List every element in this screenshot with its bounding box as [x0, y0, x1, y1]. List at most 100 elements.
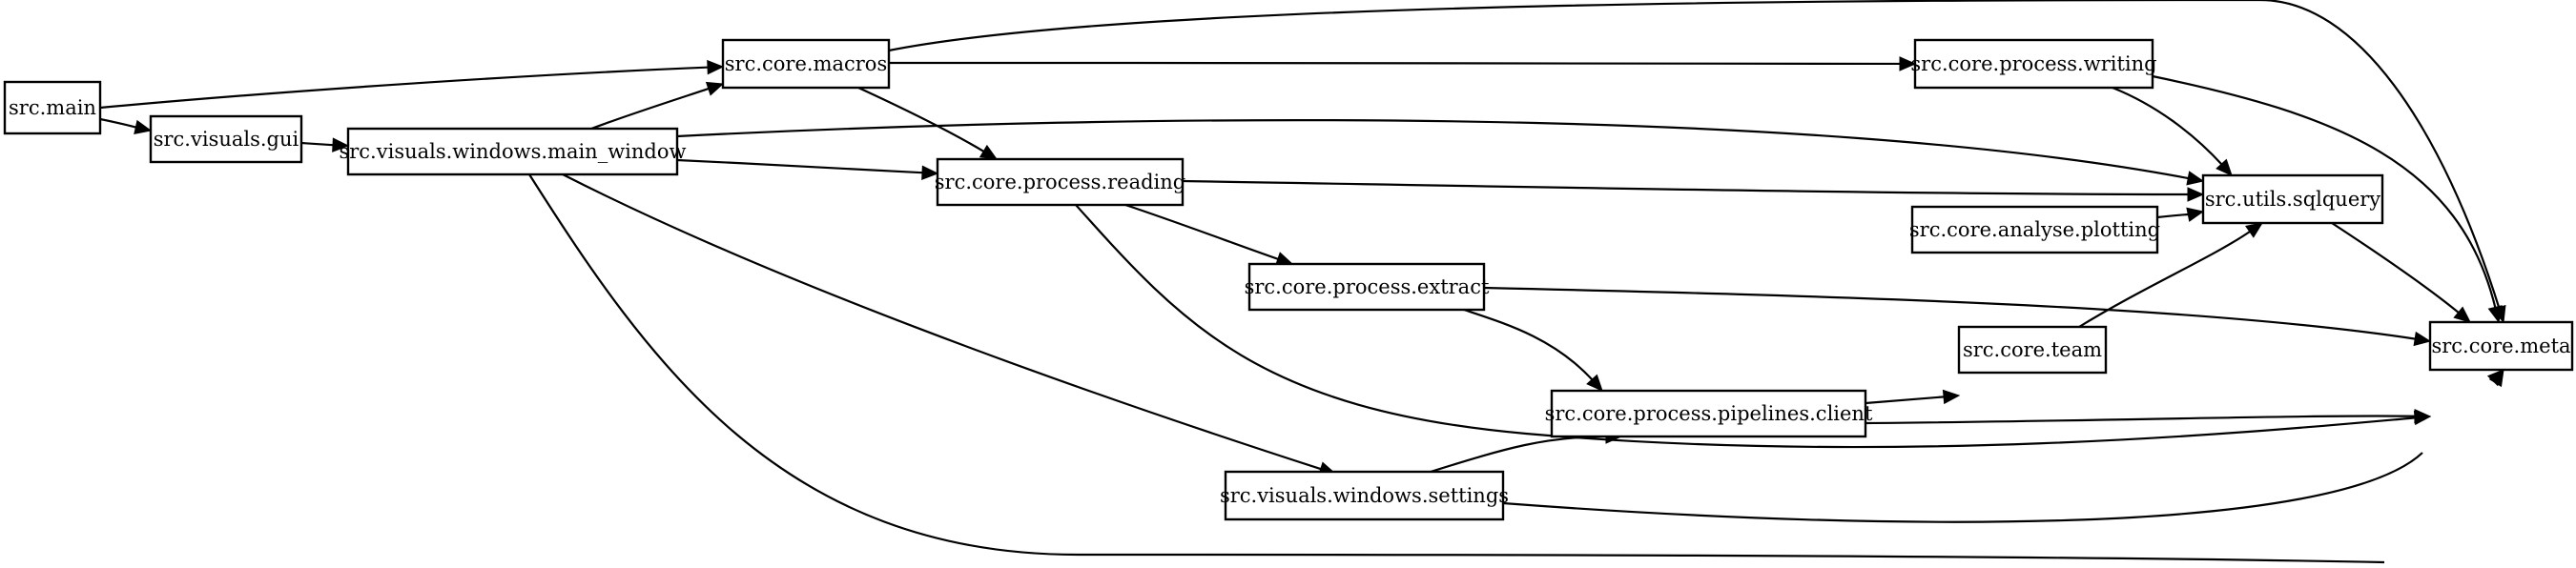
edge-line	[2156, 213, 2191, 219]
arrowhead-icon	[2245, 222, 2264, 238]
node-gui[interactable]: src.visuals.gui	[149, 114, 303, 164]
edge-pipelines-to-team	[1865, 389, 1961, 405]
node-box	[1224, 470, 1505, 521]
arrowhead-icon	[2215, 158, 2233, 176]
edges-layer	[99, 0, 2506, 564]
edge-line	[1865, 396, 1947, 405]
arrowhead-icon	[2414, 408, 2432, 424]
edge-reading-to-sqlquery	[1182, 179, 2205, 202]
edge-line	[676, 119, 2191, 180]
edge-macros-to-reading	[857, 87, 999, 160]
arrowhead-icon	[1586, 374, 1603, 392]
node-label: src.utils.sqlquery	[2205, 188, 2380, 211]
edge-line	[676, 158, 925, 174]
edge-line	[888, 61, 1903, 66]
node-team[interactable]: src.core.team	[1957, 325, 2108, 375]
edge-line	[888, 0, 2501, 310]
node-extract[interactable]: src.core.process.extract	[1245, 262, 1490, 312]
edge-line	[1075, 204, 2418, 449]
edge-extract-to-pipelines	[1463, 308, 1603, 392]
edge-sqlquery-to-meta	[2331, 222, 2471, 323]
edge-team-to-sqlquery	[2078, 222, 2264, 328]
node-box	[1910, 205, 2159, 254]
node-box	[1550, 389, 1867, 438]
edge-line	[2078, 230, 2253, 328]
node-label: src.core.process.writing	[1910, 52, 2156, 75]
node-label: src.core.meta	[2431, 335, 2570, 357]
node-box	[721, 38, 891, 90]
arrowhead-icon	[2486, 369, 2504, 387]
edge-line	[1182, 179, 2191, 196]
node-settings[interactable]: src.visuals.windows.settings	[1220, 470, 1509, 521]
edge-line	[857, 87, 986, 153]
edge-writing-to-sqlquery	[2112, 86, 2233, 176]
edge-main-to-gui	[99, 117, 153, 135]
edge-gui-to-main_window	[300, 137, 350, 152]
node-box	[1957, 325, 2108, 375]
edge-line	[2112, 86, 2224, 167]
node-label: src.core.process.pipelines.client	[1545, 402, 1873, 425]
node-main[interactable]: src.main	[3, 80, 102, 135]
edge-line	[99, 117, 138, 130]
node-sqlquery[interactable]: src.utils.sqlquery	[2201, 173, 2384, 225]
edge-line	[1502, 452, 2423, 523]
arrowhead-icon	[1899, 56, 1917, 71]
arrowhead-icon	[2187, 187, 2205, 202]
node-label: src.visuals.windows.settings	[1220, 484, 1509, 507]
edge-line	[590, 87, 711, 131]
edge-main_window-to-reading	[676, 158, 939, 180]
edge-line	[2152, 74, 2497, 310]
edge-line	[1430, 435, 1609, 474]
node-label: src.core.analyse.plotting	[1909, 218, 2160, 241]
node-box	[149, 114, 303, 164]
edge-writing-to-meta	[2152, 74, 2503, 324]
arrowhead-icon	[2186, 171, 2205, 186]
edge-macros-to-writing	[888, 56, 1917, 71]
node-macros[interactable]: src.core.macros	[721, 38, 891, 90]
node-box	[1913, 38, 2154, 90]
node-label: src.core.process.extract	[1245, 275, 1490, 298]
node-label: src.core.team	[1963, 338, 2102, 361]
edge-reading-to-extract	[1124, 203, 1294, 266]
edge-line	[1865, 415, 2418, 425]
node-meta[interactable]: src.core.meta	[2428, 320, 2574, 372]
node-box	[2201, 173, 2384, 225]
edge-main_window-to-sqlquery	[676, 119, 2205, 186]
arrowhead-icon	[2487, 305, 2503, 324]
node-label: src.visuals.windows.main_window	[339, 140, 686, 163]
edge-line	[562, 173, 1324, 471]
arrowhead-icon	[2186, 207, 2205, 222]
edge-main_window-to-macros	[590, 81, 725, 131]
arrowhead-icon	[332, 137, 350, 152]
node-reading[interactable]: src.core.process.reading	[935, 157, 1185, 207]
nodes-layer: src.main src.visuals.gui src.visuals.windo…	[3, 38, 2574, 521]
edge-plotting-to-sqlquery	[2156, 207, 2205, 222]
node-box	[1247, 262, 1486, 312]
node-label: src.core.process.reading	[935, 171, 1185, 193]
node-writing[interactable]: src.core.process.writing	[1910, 38, 2157, 90]
node-box	[936, 157, 1185, 207]
node-box	[3, 80, 102, 135]
edge-line	[2331, 222, 2461, 314]
node-plotting[interactable]: src.core.analyse.plotting	[1909, 205, 2160, 254]
arrowhead-icon	[979, 144, 999, 160]
node-pipelines[interactable]: src.core.process.pipelines.client	[1545, 389, 1873, 438]
node-label: src.main	[9, 96, 96, 119]
arrowhead-icon	[707, 59, 725, 75]
node-box	[2428, 320, 2574, 372]
edge-extract-to-meta	[1483, 286, 2432, 347]
edge-line	[528, 173, 2385, 564]
edge-line	[1124, 203, 1281, 261]
arrowhead-icon	[2413, 331, 2432, 347]
edge-settings-to-meta	[1502, 369, 2504, 523]
edge-line	[1483, 286, 2418, 340]
node-label: src.core.macros	[725, 52, 887, 75]
node-box	[346, 127, 679, 176]
node-main-window[interactable]: src.visuals.windows.main_window	[339, 127, 687, 176]
arrowhead-icon	[1942, 389, 1961, 405]
edge-pipelines-to-meta	[1865, 408, 2432, 425]
edge-line	[300, 141, 336, 147]
edge-main_window-to-settings	[562, 173, 1337, 477]
